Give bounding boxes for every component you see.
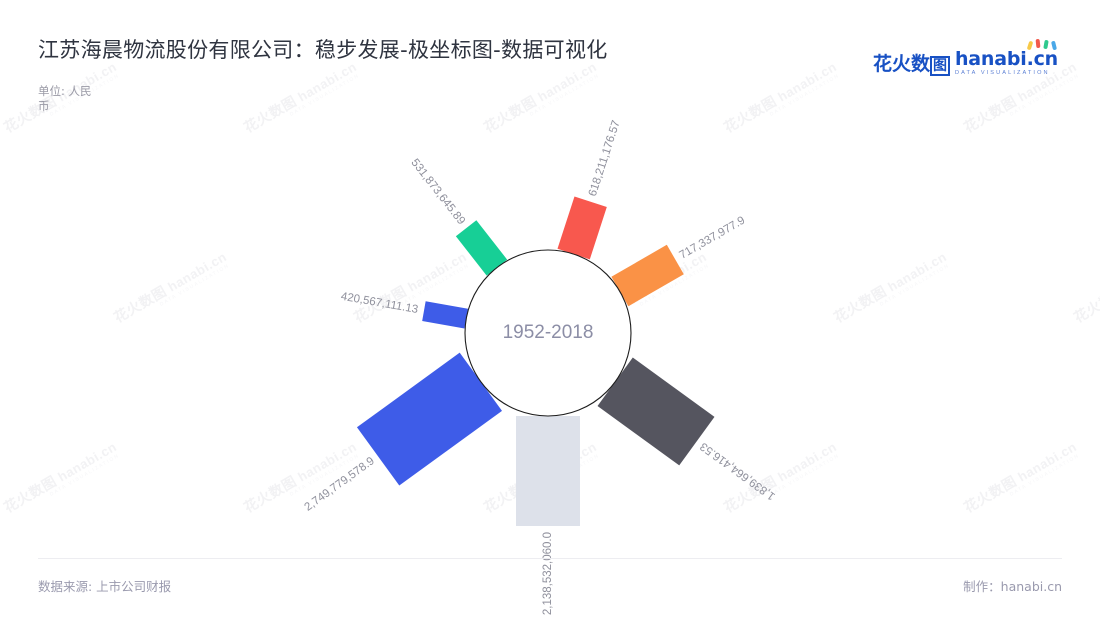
page-title: 江苏海晨物流股份有限公司：稳步发展-极坐标图-数据可视化 bbox=[38, 38, 608, 62]
logo-cn-part1: 花火 bbox=[872, 53, 911, 75]
polar-bar[interactable] bbox=[356, 352, 503, 486]
logo-cn-part2: 数 bbox=[910, 53, 930, 75]
chart-unit-subtitle: 单位: 人民币 bbox=[38, 84, 92, 113]
polar-bar[interactable] bbox=[557, 196, 607, 260]
polar-bar[interactable] bbox=[422, 301, 468, 329]
polar-bar-value-label: 717,337,977.9 bbox=[678, 215, 748, 262]
polar-bar-value-label: 1,839,664,416.53 bbox=[698, 440, 777, 502]
polar-bar-value-label: 420,567,111.13 bbox=[340, 291, 419, 316]
polar-bar-value-label: 2,138,532,060.0 bbox=[542, 532, 554, 615]
logo-domain-text: hanabi.cn bbox=[954, 48, 1058, 70]
polar-bar[interactable] bbox=[516, 416, 580, 526]
logo-chinese-text: 花火数图 bbox=[873, 54, 950, 76]
logo-latin-block: hanabi.cn DATA VISUALIZATION bbox=[954, 38, 1058, 76]
footer-divider bbox=[38, 558, 1062, 559]
data-source-label: 数据来源: 上市公司财报 bbox=[38, 579, 172, 594]
polar-bar[interactable] bbox=[455, 220, 508, 276]
polar-bar[interactable] bbox=[611, 244, 684, 307]
polar-bar-value-label: 531,873,645.89 bbox=[408, 157, 467, 227]
polar-bar[interactable] bbox=[597, 357, 715, 466]
bars-group bbox=[356, 196, 715, 526]
brand-logo: 花火数图 hanabi.cn DATA VISUALIZATION bbox=[873, 38, 1058, 76]
chart-footer: 数据来源: 上市公司财报 制作：hanabi.cn bbox=[0, 558, 1100, 620]
logo-tagline: DATA VISUALIZATION bbox=[954, 70, 1050, 76]
logo-cn-part3: 图 bbox=[929, 56, 950, 76]
center-circle bbox=[464, 249, 632, 417]
center-range-label: 1952-2018 bbox=[503, 322, 594, 343]
polar-bar-value-label: 2,749,779,578.9 bbox=[302, 455, 376, 514]
polar-bar-value-label: 618,211,176.57 bbox=[587, 119, 623, 198]
made-by-label: 制作：hanabi.cn bbox=[963, 579, 1062, 594]
logo-spark-red-icon bbox=[1035, 38, 1041, 49]
